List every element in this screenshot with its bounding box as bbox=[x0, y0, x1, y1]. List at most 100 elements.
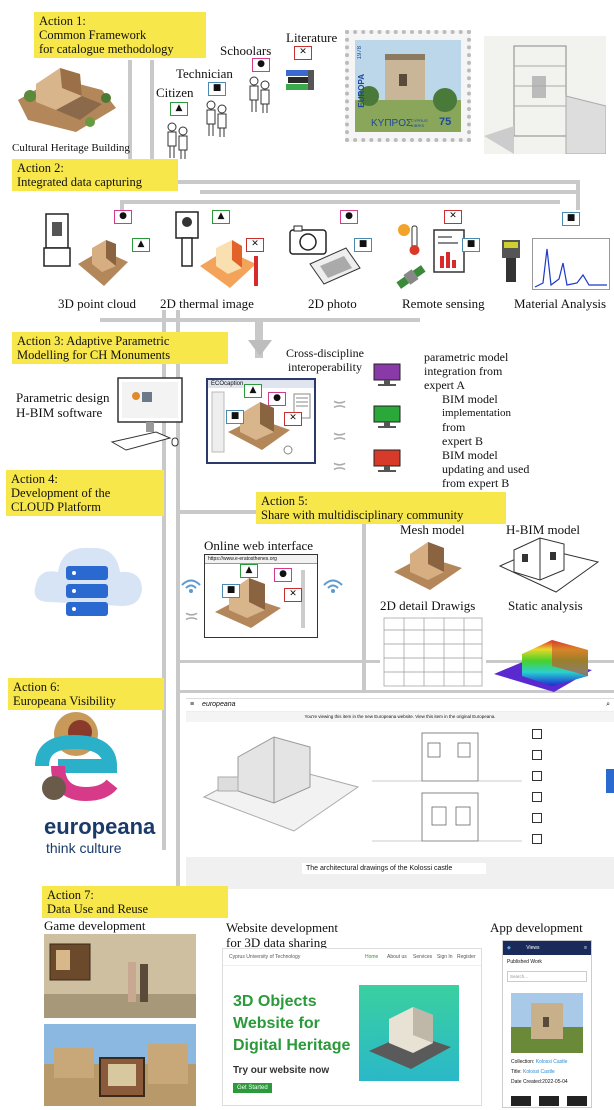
app-title-label: Title: bbox=[511, 1069, 522, 1075]
monitor-purple-icon bbox=[372, 362, 402, 392]
europeana-site-name[interactable]: europeana bbox=[202, 701, 236, 708]
stamp-value: 75 bbox=[439, 116, 452, 128]
search-icon[interactable]: ⌕ bbox=[606, 701, 610, 708]
photo-prints-icon bbox=[306, 244, 362, 290]
connector bbox=[150, 180, 580, 184]
action-4-line2: Development of the bbox=[11, 486, 111, 500]
hamburger-icon[interactable]: ≡ bbox=[190, 701, 195, 708]
connector bbox=[176, 690, 614, 693]
remote-sensing-label: Remote sensing bbox=[402, 296, 485, 311]
europeana-navbar: ≡ europeana ⌕ bbox=[186, 699, 614, 712]
connector bbox=[176, 310, 180, 900]
connector bbox=[150, 60, 154, 190]
citizen-label: Citizen bbox=[156, 85, 194, 100]
action-2-title: Action 2: bbox=[17, 161, 64, 175]
expert-a-text: parametric model integration from expert… bbox=[424, 350, 508, 392]
monitor-red-icon bbox=[372, 448, 402, 478]
square-icon: ■ bbox=[226, 410, 244, 424]
static-analysis-image bbox=[492, 614, 604, 698]
square-icon: ■ bbox=[462, 238, 480, 252]
exchange-arrows-icon: ≍ bbox=[332, 394, 348, 414]
castle-sketch-image bbox=[484, 36, 607, 155]
website-screenshot: Cyprus University of Technology Home Abo… bbox=[222, 948, 482, 1106]
get-started-button[interactable]: Get Started bbox=[233, 1083, 272, 1093]
nav-register[interactable]: Register bbox=[457, 954, 476, 960]
detail-drawings-label: 2D detail Drawigs bbox=[380, 598, 476, 613]
report-document-icon bbox=[432, 228, 466, 278]
action-3-label: Action 3: Adaptive Parametric Modelling … bbox=[12, 332, 228, 364]
sun-thermometer-icon bbox=[394, 222, 424, 262]
stamp-country: ΚΥΠΡΟΣ bbox=[371, 118, 413, 129]
hero-line1: 3D Objects bbox=[233, 993, 317, 1010]
app-title-value[interactable]: Kolossi Castle bbox=[523, 1069, 555, 1075]
computer-workstation-icon bbox=[110, 376, 186, 456]
europeana-3d-drawing bbox=[198, 727, 362, 837]
app-menu-icon[interactable]: ≡ bbox=[584, 945, 587, 951]
technician-label: Technician bbox=[176, 66, 233, 81]
circle-icon: ● bbox=[268, 392, 286, 406]
thumbnail[interactable] bbox=[532, 729, 542, 739]
action-6-title: Action 6: bbox=[13, 680, 60, 694]
expert-a-line3: expert A bbox=[424, 378, 465, 392]
website-header: Cyprus University of Technology Home Abo… bbox=[223, 949, 481, 966]
connector bbox=[128, 60, 132, 175]
action-5-line2: Share with multidisciplinary community bbox=[261, 508, 464, 522]
thermal-label: 2D thermal image bbox=[160, 296, 254, 311]
thumbnail[interactable] bbox=[532, 813, 542, 823]
triangle-icon: ▲ bbox=[212, 210, 230, 224]
hero-line2: Website for bbox=[233, 1015, 320, 1032]
nav-home[interactable]: Home bbox=[365, 954, 379, 960]
wifi-icon bbox=[322, 574, 344, 600]
photo-label: 2D photo bbox=[308, 296, 357, 311]
app-collection-value[interactable]: Kolossi Castle bbox=[535, 1059, 568, 1065]
mesh-model-image bbox=[390, 538, 466, 596]
thumbnail[interactable] bbox=[532, 750, 542, 760]
cross-icon: ✕ bbox=[284, 412, 302, 426]
nav-signin[interactable]: Sign In bbox=[437, 954, 453, 960]
connector bbox=[162, 310, 166, 850]
game-screenshot-1 bbox=[44, 934, 196, 1018]
cross-icon: ✕ bbox=[444, 210, 462, 224]
nav-about[interactable]: About us bbox=[387, 954, 407, 960]
feedback-tab[interactable] bbox=[606, 769, 614, 793]
point-cloud-label: 3D point cloud bbox=[58, 296, 136, 311]
action-5-label: Action 5: Share with multidisciplinary c… bbox=[256, 492, 506, 524]
app-collection: Collection: Kolossi Castle bbox=[511, 1059, 567, 1065]
square-icon: ■ bbox=[222, 584, 240, 598]
hero-line3: Digital Heritage bbox=[233, 1037, 351, 1054]
app-button[interactable] bbox=[511, 1096, 531, 1106]
website-dev-line1: Website development bbox=[226, 920, 338, 935]
hero-3d-model-image bbox=[359, 985, 459, 1081]
europeana-wordmark: europeana bbox=[44, 814, 156, 839]
square-icon: ■ bbox=[562, 212, 580, 226]
app-search[interactable]: Search... bbox=[507, 971, 587, 982]
cross-icon: ✕ bbox=[294, 46, 312, 60]
browser-url[interactable]: https://www.e-eratosthenes.org bbox=[205, 555, 317, 564]
action-7-title: Action 7: bbox=[47, 888, 94, 902]
website-dev-line2: for 3D data sharing bbox=[226, 935, 327, 950]
stamp-year: 1978 bbox=[357, 46, 363, 60]
action-6-line2: Europeana Visibility bbox=[13, 694, 116, 708]
cross-icon: ✕ bbox=[284, 588, 302, 602]
thumbnail[interactable] bbox=[532, 771, 542, 781]
app-button[interactable] bbox=[567, 1096, 588, 1106]
photo-camera-icon bbox=[288, 224, 328, 260]
app-header-title[interactable]: Views bbox=[526, 945, 540, 951]
app-header: ◆ Views ≡ bbox=[503, 941, 591, 955]
thumbnail[interactable] bbox=[532, 834, 542, 844]
technician-group-icon bbox=[205, 100, 229, 142]
action-4-label: Action 4: Development of the CLOUD Platf… bbox=[6, 470, 164, 516]
action-7-line2: Data Use and Reuse bbox=[47, 902, 149, 916]
nav-services[interactable]: Services bbox=[413, 954, 433, 960]
app-button[interactable] bbox=[539, 1096, 560, 1106]
europeana-section-drawing bbox=[372, 727, 522, 847]
expert-b-line1: BIM model bbox=[442, 392, 498, 406]
action-6-label: Action 6: Europeana Visibility bbox=[8, 678, 164, 710]
hbim-model-label: H-BIM model bbox=[506, 522, 581, 537]
expert-c-line1: BIM model bbox=[442, 448, 498, 462]
wifi-icon bbox=[180, 574, 202, 600]
triangle-icon: ▲ bbox=[244, 384, 262, 398]
europeana-banner: You're viewing this item in the new Euro… bbox=[186, 712, 614, 722]
thumbnail[interactable] bbox=[532, 792, 542, 802]
app-title: Title: Kolossi Castle bbox=[511, 1069, 555, 1075]
